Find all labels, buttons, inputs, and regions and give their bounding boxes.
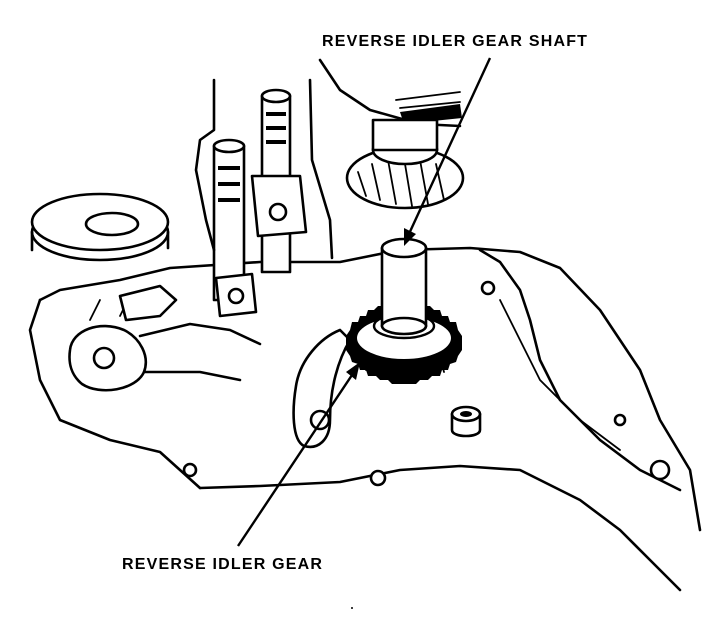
reverse-idler-gear-shaft-label: REVERSE IDLER GEAR SHAFT xyxy=(322,33,589,50)
shaft-leader-arrow xyxy=(404,57,492,246)
reverse-idler-gear-label: REVERSE IDLER GEAR xyxy=(122,556,324,573)
gear-cluster-housing xyxy=(194,58,465,260)
speck xyxy=(351,607,353,609)
gear-leader-arrow xyxy=(237,362,360,547)
reverse-shift-lever xyxy=(292,328,352,449)
case-bolt xyxy=(450,405,482,438)
reverse-idler-gear-shaft xyxy=(380,237,428,336)
shift-rails xyxy=(212,88,308,318)
left-side-components xyxy=(30,192,262,392)
